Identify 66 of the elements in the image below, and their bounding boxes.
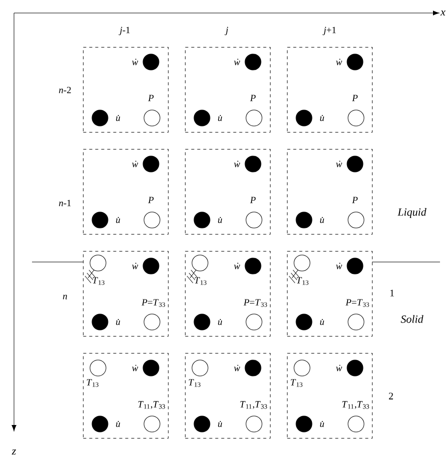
variable-label: P=T$_{33}$ (142, 299, 166, 307)
variable-label: T$_{13}$ (296, 277, 308, 285)
variable-label: u̇ (218, 319, 222, 325)
grid-cell (83, 353, 168, 438)
variable-label: P (250, 94, 256, 102)
axis-label: z (12, 449, 16, 455)
variable-label: P (148, 94, 154, 102)
variable-label: T$_{13}$ (86, 379, 98, 387)
column-label: j+1 (322, 26, 336, 36)
variable-label: u̇ (116, 421, 120, 427)
variable-label: ẇ (234, 160, 240, 168)
row-label: n (62, 294, 67, 300)
row-label: n-2 (59, 86, 71, 94)
variable-label: ẇ (336, 58, 342, 66)
variable-label: T$_{11}$,T$_{33}$ (342, 401, 370, 409)
grid-cell (287, 149, 372, 234)
variable-label: P=T$_{33}$ (346, 299, 370, 307)
grid-cell (287, 353, 372, 438)
variable-label: u̇ (218, 217, 222, 223)
grid-cell (185, 251, 270, 336)
variable-label: P (250, 196, 256, 204)
variable-label: P (352, 196, 358, 204)
region-label: Solid (400, 315, 424, 323)
variable-label: u̇ (320, 217, 324, 223)
grid-cell (287, 251, 372, 336)
variable-label: ẇ (132, 262, 138, 270)
variable-label: u̇ (218, 421, 222, 427)
grid-cell (185, 353, 270, 438)
grid-cell (287, 47, 372, 132)
axis-label: x (440, 10, 446, 16)
variable-label: u̇ (320, 421, 324, 427)
variable-label: u̇ (218, 115, 222, 121)
variable-label: ẇ (234, 58, 240, 66)
variable-label: P (148, 196, 154, 204)
grid-cell (185, 47, 270, 132)
variable-label: ẇ (336, 364, 342, 372)
variable-label: ẇ (132, 160, 138, 168)
variable-label: ẇ (234, 364, 240, 372)
column-label: j (224, 26, 228, 36)
variable-label: u̇ (320, 319, 324, 325)
variable-label: ẇ (132, 58, 138, 66)
layer-label: 2 (388, 392, 393, 400)
variable-label: u̇ (116, 217, 120, 223)
variable-label: T$_{13}$ (188, 379, 200, 387)
variable-label: u̇ (320, 115, 324, 121)
variable-label: u̇ (116, 115, 120, 121)
variable-label: T$_{13}$ (194, 277, 206, 285)
column-label: j-1 (118, 26, 130, 36)
variable-label: P (352, 94, 358, 102)
variable-label: T$_{11}$,T$_{33}$ (138, 401, 166, 409)
variable-label: ẇ (336, 160, 342, 168)
variable-label: ẇ (336, 262, 342, 270)
grid-cell (185, 149, 270, 234)
variable-label: ẇ (234, 262, 240, 270)
variable-label: u̇ (116, 319, 120, 325)
variable-label: ẇ (132, 364, 138, 372)
grid-cell (83, 251, 168, 336)
variable-label: T$_{13}$ (92, 277, 104, 285)
layer-label: 1 (390, 290, 394, 296)
region-label: Liquid (398, 208, 426, 218)
grid-cell (83, 149, 168, 234)
row-label: n-1 (59, 200, 71, 206)
variable-label: T$_{11}$,T$_{33}$ (240, 401, 268, 409)
variable-label: P=T$_{33}$ (244, 299, 268, 307)
variable-label: T$_{13}$ (290, 379, 302, 387)
grid-cell (83, 47, 168, 132)
